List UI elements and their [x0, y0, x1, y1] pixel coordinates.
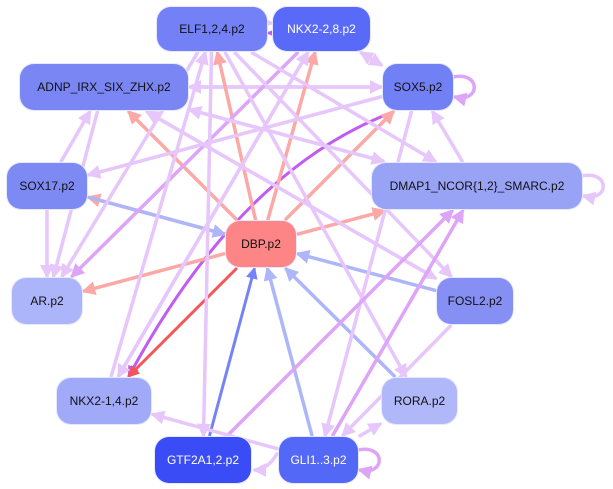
edge-dmap1-to-dmap1 [580, 173, 605, 206]
node-label: DBP.p2 [241, 237, 281, 251]
node-label: NKX2-2,8.p2 [287, 22, 356, 36]
node-ar[interactable]: AR.p2 [12, 278, 82, 324]
node-label: ADNP_IRX_SIX_ZHX.p2 [37, 80, 171, 94]
node-label: ELF1,2,4.p2 [179, 22, 245, 36]
node-dbp[interactable]: DBP.p2 [226, 221, 296, 267]
edge-gli-to-gli [356, 447, 381, 480]
edge-gli-to-dbp [263, 266, 314, 437]
edge-gli-to-gtf2a [252, 452, 279, 477]
edge-dbp-to-ar [81, 252, 226, 296]
node-gli[interactable]: GLI1..3.p2 [279, 437, 358, 483]
edge-gtf2a-to-dmap1 [226, 209, 454, 437]
edge-gli-to-nkx214 [150, 410, 279, 451]
node-label: FOSL2.p2 [447, 294, 503, 308]
edge-elf-to-rora [223, 51, 408, 379]
node-label: RORA.p2 [393, 394, 446, 408]
edge-nkx214-to-elf [109, 50, 209, 378]
node-adnp[interactable]: ADNP_IRX_SIX_ZHX.p2 [20, 64, 188, 110]
edge-sox17-to-adnp [59, 109, 92, 163]
node-sox17[interactable]: SOX17.p2 [7, 163, 87, 209]
edge-fosl2-to-dbp [295, 249, 437, 293]
edge-sox5-to-sox5 [451, 74, 476, 107]
edge-nkx214-to-nkx228 [116, 50, 310, 378]
node-label: GLI1..3.p2 [290, 453, 347, 467]
node-label: SOX17.p2 [19, 179, 75, 193]
edge-gtf2a-to-dbp [208, 266, 258, 437]
edge-sox5-to-nkx214 [127, 110, 395, 379]
node-dmap1[interactable]: DMAP1_NCOR{1,2}_SMARC.p2 [372, 163, 582, 209]
node-gtf2a[interactable]: GTF2A1,2.p2 [155, 437, 251, 483]
node-elf[interactable]: ELF1,2,4.p2 [157, 7, 267, 51]
node-rora[interactable]: RORA.p2 [382, 378, 457, 424]
node-label: GTF2A1,2.p2 [166, 453, 240, 467]
edge-fosl2-to-adnp [144, 110, 437, 280]
edge-sox5-to-nkx228 [359, 51, 383, 67]
node-label: NKX2-1,4.p2 [69, 394, 139, 408]
node-nkx228[interactable]: NKX2-2,8.p2 [273, 7, 370, 51]
edge-sox5-to-sox17 [86, 95, 383, 179]
edge-elf-to-fosl2 [233, 51, 453, 279]
node-label: DMAP1_NCOR{1,2}_SMARC.p2 [389, 179, 565, 193]
node-sox5[interactable]: SOX5.p2 [383, 64, 453, 110]
node-label: AR.p2 [30, 294, 64, 308]
edge-dmap1-to-sox5 [431, 109, 464, 163]
edge-layer [40, 16, 605, 480]
edge-dmap1-to-adnp [187, 105, 385, 163]
edge-gli-to-rora [358, 422, 383, 438]
node-fosl2[interactable]: FOSL2.p2 [437, 278, 513, 324]
node-nkx214[interactable]: NKX2-1,4.p2 [57, 378, 151, 424]
edge-dbp-to-nkx214 [127, 267, 238, 378]
edge-gli-to-dmap1 [331, 208, 465, 437]
edge-elf-to-gtf2a [196, 51, 214, 438]
edge-nkx228-to-ar [70, 51, 300, 278]
node-label: SOX5.p2 [393, 80, 443, 94]
